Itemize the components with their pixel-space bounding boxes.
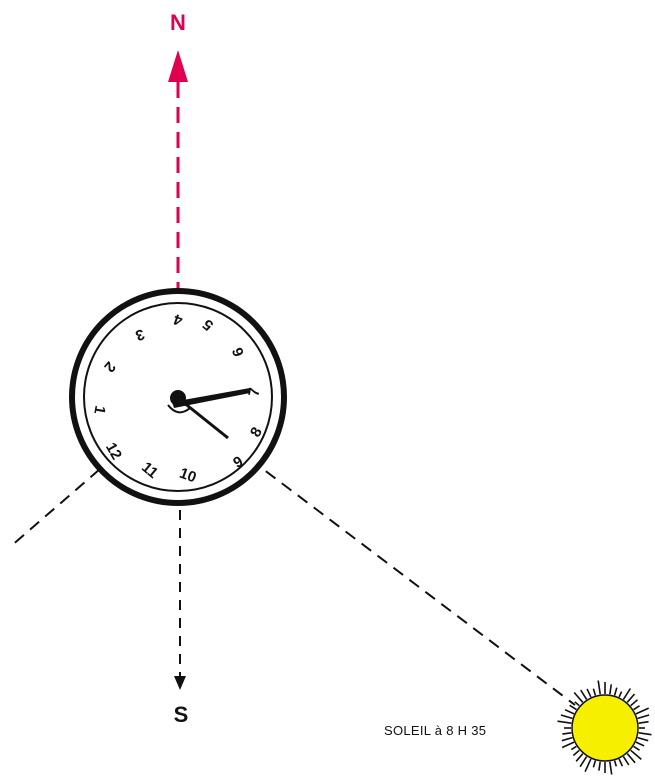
sun-ray (562, 733, 571, 734)
sun-ray (639, 733, 652, 735)
north-arrow-icon (168, 50, 188, 82)
sun-icon (558, 681, 652, 775)
hand-pivot (170, 390, 186, 406)
watch-icon: 4 5 6 7 8 9 10 11 12 1 2 3 (72, 291, 284, 503)
sun-ray (623, 689, 630, 700)
sun-ray (562, 742, 574, 747)
sun-caption: SOLEIL à 8 H 35 (384, 723, 486, 738)
sun-ray (636, 708, 649, 714)
sun-ray (634, 746, 640, 750)
sun-ray (558, 721, 572, 723)
north-label: N (170, 10, 186, 35)
sun-ray (580, 757, 587, 767)
sun-ray (570, 705, 577, 709)
sun-ray (599, 762, 600, 771)
sun-ray (575, 702, 580, 706)
sun-ray (593, 689, 595, 696)
sun-ray (598, 681, 600, 695)
sun-disk (572, 695, 638, 761)
sun-ray (587, 689, 591, 697)
sun-ray (593, 761, 595, 768)
sun-ray (561, 715, 573, 718)
sun-ray (610, 684, 612, 694)
sun-ray (627, 694, 634, 702)
sun-ray (573, 750, 579, 755)
sun-ray (615, 688, 617, 696)
sun-ray (581, 690, 587, 699)
sun-ray (638, 715, 650, 718)
sun-ray (619, 759, 622, 766)
sun-dashed-line (218, 435, 575, 705)
sun-ray (634, 706, 640, 710)
south-arrow-icon (174, 676, 186, 690)
sun-ray (619, 692, 622, 698)
sun-ray (576, 754, 583, 762)
sun-ray (631, 700, 638, 706)
south-label: S (174, 702, 189, 727)
sun-ray (585, 759, 591, 772)
sun-ray (610, 762, 612, 775)
sun-ray (627, 754, 635, 763)
sun-ray (636, 742, 644, 746)
sun-ray (565, 710, 574, 714)
sun-ray (574, 693, 583, 703)
sun-ray (638, 738, 649, 741)
sun-ray (623, 757, 628, 765)
sun-ray (631, 750, 642, 759)
sun-ray (562, 738, 573, 741)
sun-ray (639, 722, 649, 724)
sun-ray (615, 761, 617, 767)
sun-ray (571, 746, 576, 749)
